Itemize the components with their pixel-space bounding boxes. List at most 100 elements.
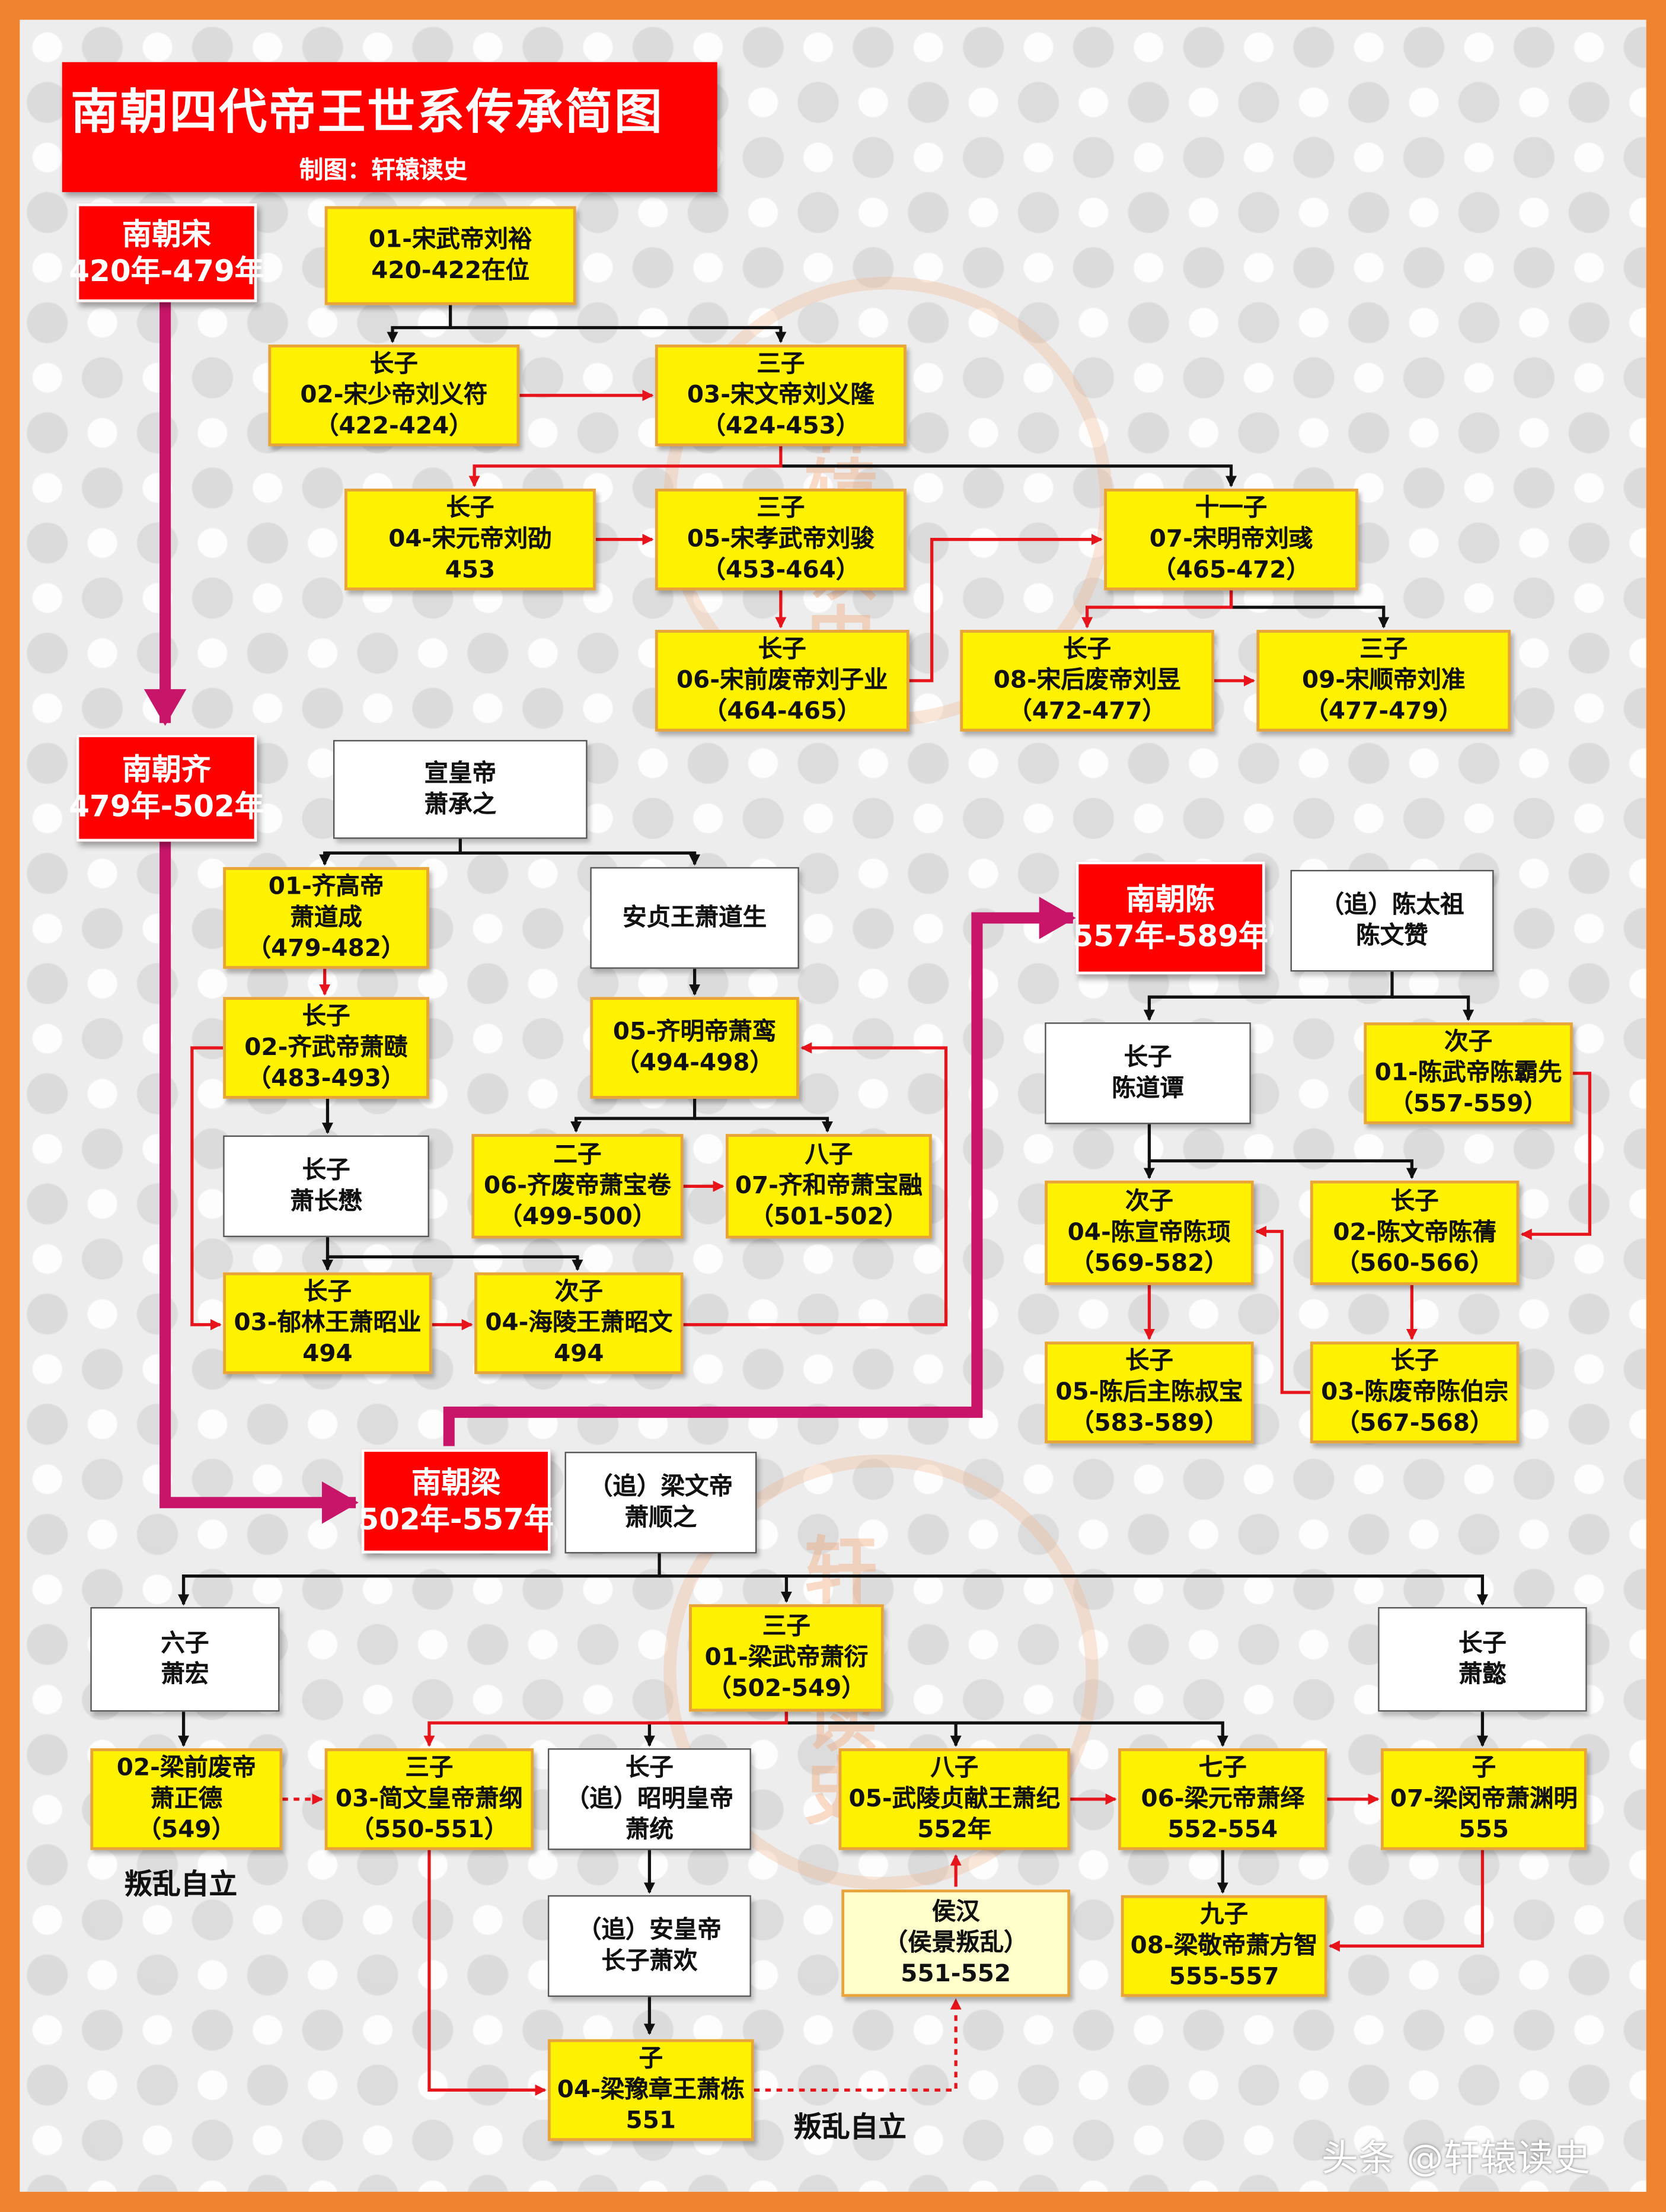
- title-banner: 南朝四代帝王世系传承简图 制图：轩辕读史: [62, 62, 717, 192]
- node-text-line: （583-589）: [1070, 1409, 1228, 1438]
- node-houhan: 侯汉（侯景叛乱）551-552: [841, 1889, 1071, 1997]
- node-text-line: 06-梁元帝萧绎: [1141, 1785, 1305, 1813]
- era-chen: 南朝陈 557年-589年: [1073, 861, 1268, 975]
- node-text-line: 三子: [762, 1612, 810, 1642]
- node-text-line: 09-宋顺帝刘准: [1301, 667, 1466, 695]
- node-text-line: 萧承之: [424, 791, 497, 820]
- node-text-line: 十一子: [1195, 494, 1268, 523]
- node-text-line: 二子: [553, 1141, 602, 1169]
- note-rebel-houjing: 叛乱自立: [793, 2109, 907, 2144]
- node-text-line: 06-齐废帝萧宝卷: [483, 1172, 672, 1201]
- node-text-line: 03-陈废帝陈伯宗: [1321, 1378, 1509, 1407]
- node-text-line: 次子: [554, 1278, 603, 1306]
- node-text-line: 01-陈武帝陈霸先: [1374, 1059, 1562, 1088]
- node-text-line: 萧统: [625, 1816, 674, 1845]
- node-text-line: （424-453）: [701, 412, 860, 441]
- node-text-line: 08-梁敬帝萧方智: [1130, 1931, 1318, 1961]
- node-text-line: 长子: [302, 1002, 350, 1031]
- node-text-line: （追）梁文帝: [589, 1472, 733, 1502]
- node-liang02: 02-梁前废帝萧正德（549）: [90, 1748, 283, 1850]
- node-text-line: （502-549）: [707, 1675, 866, 1703]
- node-text-line: 01-梁武帝萧衍: [704, 1643, 869, 1672]
- node-text-line: 长子: [1125, 1347, 1173, 1376]
- node-text-line: （追）陈太祖: [1320, 891, 1464, 920]
- node-text-line: 长子萧欢: [601, 1947, 698, 1976]
- node-text-line: （494-498）: [615, 1049, 774, 1078]
- era-years: 557年-589年: [1073, 919, 1268, 954]
- node-text-line: （557-559）: [1389, 1090, 1548, 1119]
- node-text-line: 494: [302, 1340, 353, 1369]
- page-subtitle: 制图：轩辕读史: [299, 157, 468, 185]
- node-text-line: 三子: [757, 350, 805, 379]
- node-text-line: 长子: [1390, 1187, 1439, 1216]
- node-text-line: （472-477）: [1008, 697, 1167, 726]
- footer-credit: 头条 @轩辕读史: [1321, 2138, 1591, 2181]
- node-qi-zhangmao: 长子萧长懋: [223, 1135, 429, 1238]
- node-text-line: （追）昭明皇帝: [565, 1785, 734, 1813]
- node-text-line: 萧顺之: [624, 1504, 697, 1532]
- node-text-line: 六子: [161, 1630, 209, 1658]
- node-text-line: 01-宋武帝刘裕: [368, 226, 532, 254]
- node-text-line: （501-502）: [749, 1203, 908, 1232]
- era-qi: 南朝齐 479年-502年: [69, 734, 264, 842]
- node-text-line: 06-宋前废帝刘子业: [676, 667, 888, 695]
- node-text-line: 八子: [930, 1754, 979, 1783]
- node-text-line: （567-568）: [1335, 1409, 1494, 1438]
- node-text-line: 子: [639, 2045, 663, 2073]
- node-text-line: 陈道谭: [1112, 1075, 1184, 1103]
- node-text-line: （479-482）: [247, 935, 406, 964]
- node-text-line: 07-宋明帝刘彧: [1149, 525, 1313, 554]
- node-chen-taizu: （追）陈太祖陈文赞: [1290, 869, 1494, 972]
- node-qi-xuan: 宣皇帝萧承之: [333, 740, 588, 839]
- node-text-line: （550-551）: [350, 1816, 509, 1845]
- node-text-line: 长子: [302, 1156, 350, 1185]
- node-text-line: 长子: [1063, 635, 1112, 664]
- node-text-line: 04-宋元帝刘劭: [388, 525, 552, 554]
- node-liang-yi: 长子萧懿: [1378, 1607, 1587, 1712]
- node-text-line: 次子: [1125, 1187, 1173, 1216]
- node-text-line: 宣皇帝: [424, 760, 497, 788]
- node-text-line: 05-齐明帝萧鸾: [612, 1018, 777, 1047]
- node-liang-tong: 长子（追）昭明皇帝萧统: [547, 1748, 751, 1850]
- node-text-line: 长子: [1458, 1630, 1507, 1658]
- node-text-line: 萧宏: [161, 1660, 209, 1690]
- node-text-line: 555: [1458, 1816, 1509, 1845]
- node-text-line: 长子: [446, 494, 494, 523]
- node-text-line: （追）安皇帝: [577, 1916, 722, 1945]
- node-text-line: 02-宋少帝刘义符: [300, 381, 488, 410]
- node-text-line: 03-简文皇帝萧纲: [335, 1785, 523, 1813]
- node-text-line: 05-陈后主陈叔宝: [1055, 1378, 1243, 1407]
- node-text-line: 552年: [917, 1816, 992, 1845]
- page-title: 南朝四代帝王世系传承简图: [71, 84, 664, 142]
- era-years: 479年-502年: [69, 789, 264, 824]
- node-text-line: 05-宋孝武帝刘骏: [687, 525, 875, 554]
- node-text-line: 子: [1472, 1754, 1496, 1783]
- node-chen-daotan: 长子陈道谭: [1045, 1022, 1251, 1124]
- node-text-line: 次子: [1444, 1028, 1493, 1057]
- node-text-line: 侯汉: [931, 1898, 980, 1927]
- node-text-line: 08-宋后废帝刘昱: [993, 667, 1181, 695]
- node-text-line: 三子: [405, 1754, 454, 1783]
- node-text-line: 萧道成: [290, 904, 362, 932]
- node-text-line: 04-陈宣帝陈顼: [1067, 1219, 1231, 1247]
- node-liang-wendi: （追）梁文帝萧顺之: [564, 1452, 757, 1554]
- note-rebel-zhengde: 叛乱自立: [124, 1867, 238, 1901]
- node-text-line: 552-554: [1167, 1816, 1278, 1845]
- node-text-line: 萧懿: [1458, 1660, 1507, 1690]
